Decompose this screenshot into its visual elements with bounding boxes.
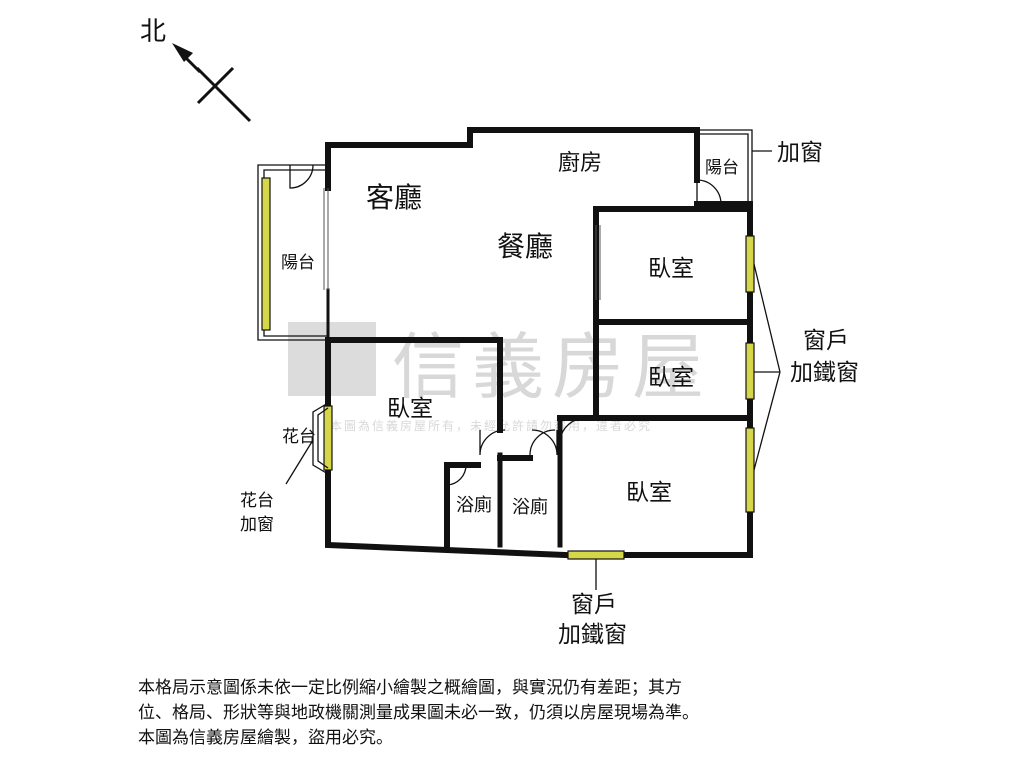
callout-window-right-line1: 窗戶: [803, 328, 849, 354]
room-balcony-left: 陽台: [281, 253, 315, 273]
callout-window-bottom-line1: 窗戶: [571, 592, 617, 618]
compass: 北: [140, 17, 252, 123]
window-flower-bed: [323, 405, 333, 471]
disclaimer: 本格局示意圖係未依一定比例縮小繪製之概繪圖，與實況仍有差距；其方 位、格局、形狀…: [138, 676, 898, 751]
callouts: 加窗 窗戶 加鐵窗 窗戶 加鐵窗 花台 加窗: [240, 140, 859, 648]
disclaimer-line-1: 本格局示意圖係未依一定比例縮小繪製之概繪圖，與實況仍有差距；其方: [138, 678, 682, 698]
watermark-logo: [288, 322, 376, 396]
north-arrow-icon: [172, 43, 193, 62]
room-bedroom-mid-right: 臥室: [648, 365, 694, 391]
room-bedroom-bottom-right: 臥室: [626, 480, 672, 506]
callout-flower-bed-line2: 加窗: [240, 515, 274, 535]
room-living: 客廳: [366, 181, 422, 214]
room-dining: 餐廳: [497, 230, 553, 263]
room-bedroom-top-right: 臥室: [648, 256, 694, 282]
callout-window-right-line2: 加鐵窗: [790, 360, 859, 386]
window-right-top: [745, 235, 755, 293]
watermark-notice: 本圖為信義房屋所有，未經允許請勿盜用，違者必究: [330, 418, 652, 433]
disclaimer-line-2: 位、格局、形狀等與地政機關測量成果圖未必一致，仍須以房屋現場為準。: [138, 703, 699, 723]
room-balcony-right: 陽台: [705, 158, 739, 178]
window-left-balcony: [261, 177, 271, 331]
window-right-mid: [745, 342, 755, 400]
window-bottom: [567, 550, 625, 560]
north-label: 北: [140, 17, 166, 47]
room-bedroom-left: 臥室: [387, 396, 433, 422]
flower-bed-outline-inner: [317, 407, 329, 469]
room-bathroom-1: 浴廁: [456, 494, 492, 516]
doors: [289, 164, 722, 486]
callout-window-bottom-line2: 加鐵窗: [558, 622, 627, 648]
flower-bed-outline: [312, 402, 329, 475]
callout-flower-bed-line1: 花台: [240, 491, 274, 511]
window-right-bottom: [745, 427, 755, 513]
room-kitchen: 廚房: [558, 151, 602, 176]
room-labels: 客廳 廚房 餐廳 陽台 陽台 臥室 臥室 臥室 臥室 浴廁 浴廁 花台: [281, 151, 739, 518]
callout-added-window: 加窗: [777, 140, 823, 166]
room-bathroom-2: 浴廁: [512, 496, 548, 518]
room-flower-bed: 花台: [282, 427, 316, 447]
disclaimer-line-3: 本圖為信義房屋繪製，盜用必究。: [138, 728, 393, 748]
